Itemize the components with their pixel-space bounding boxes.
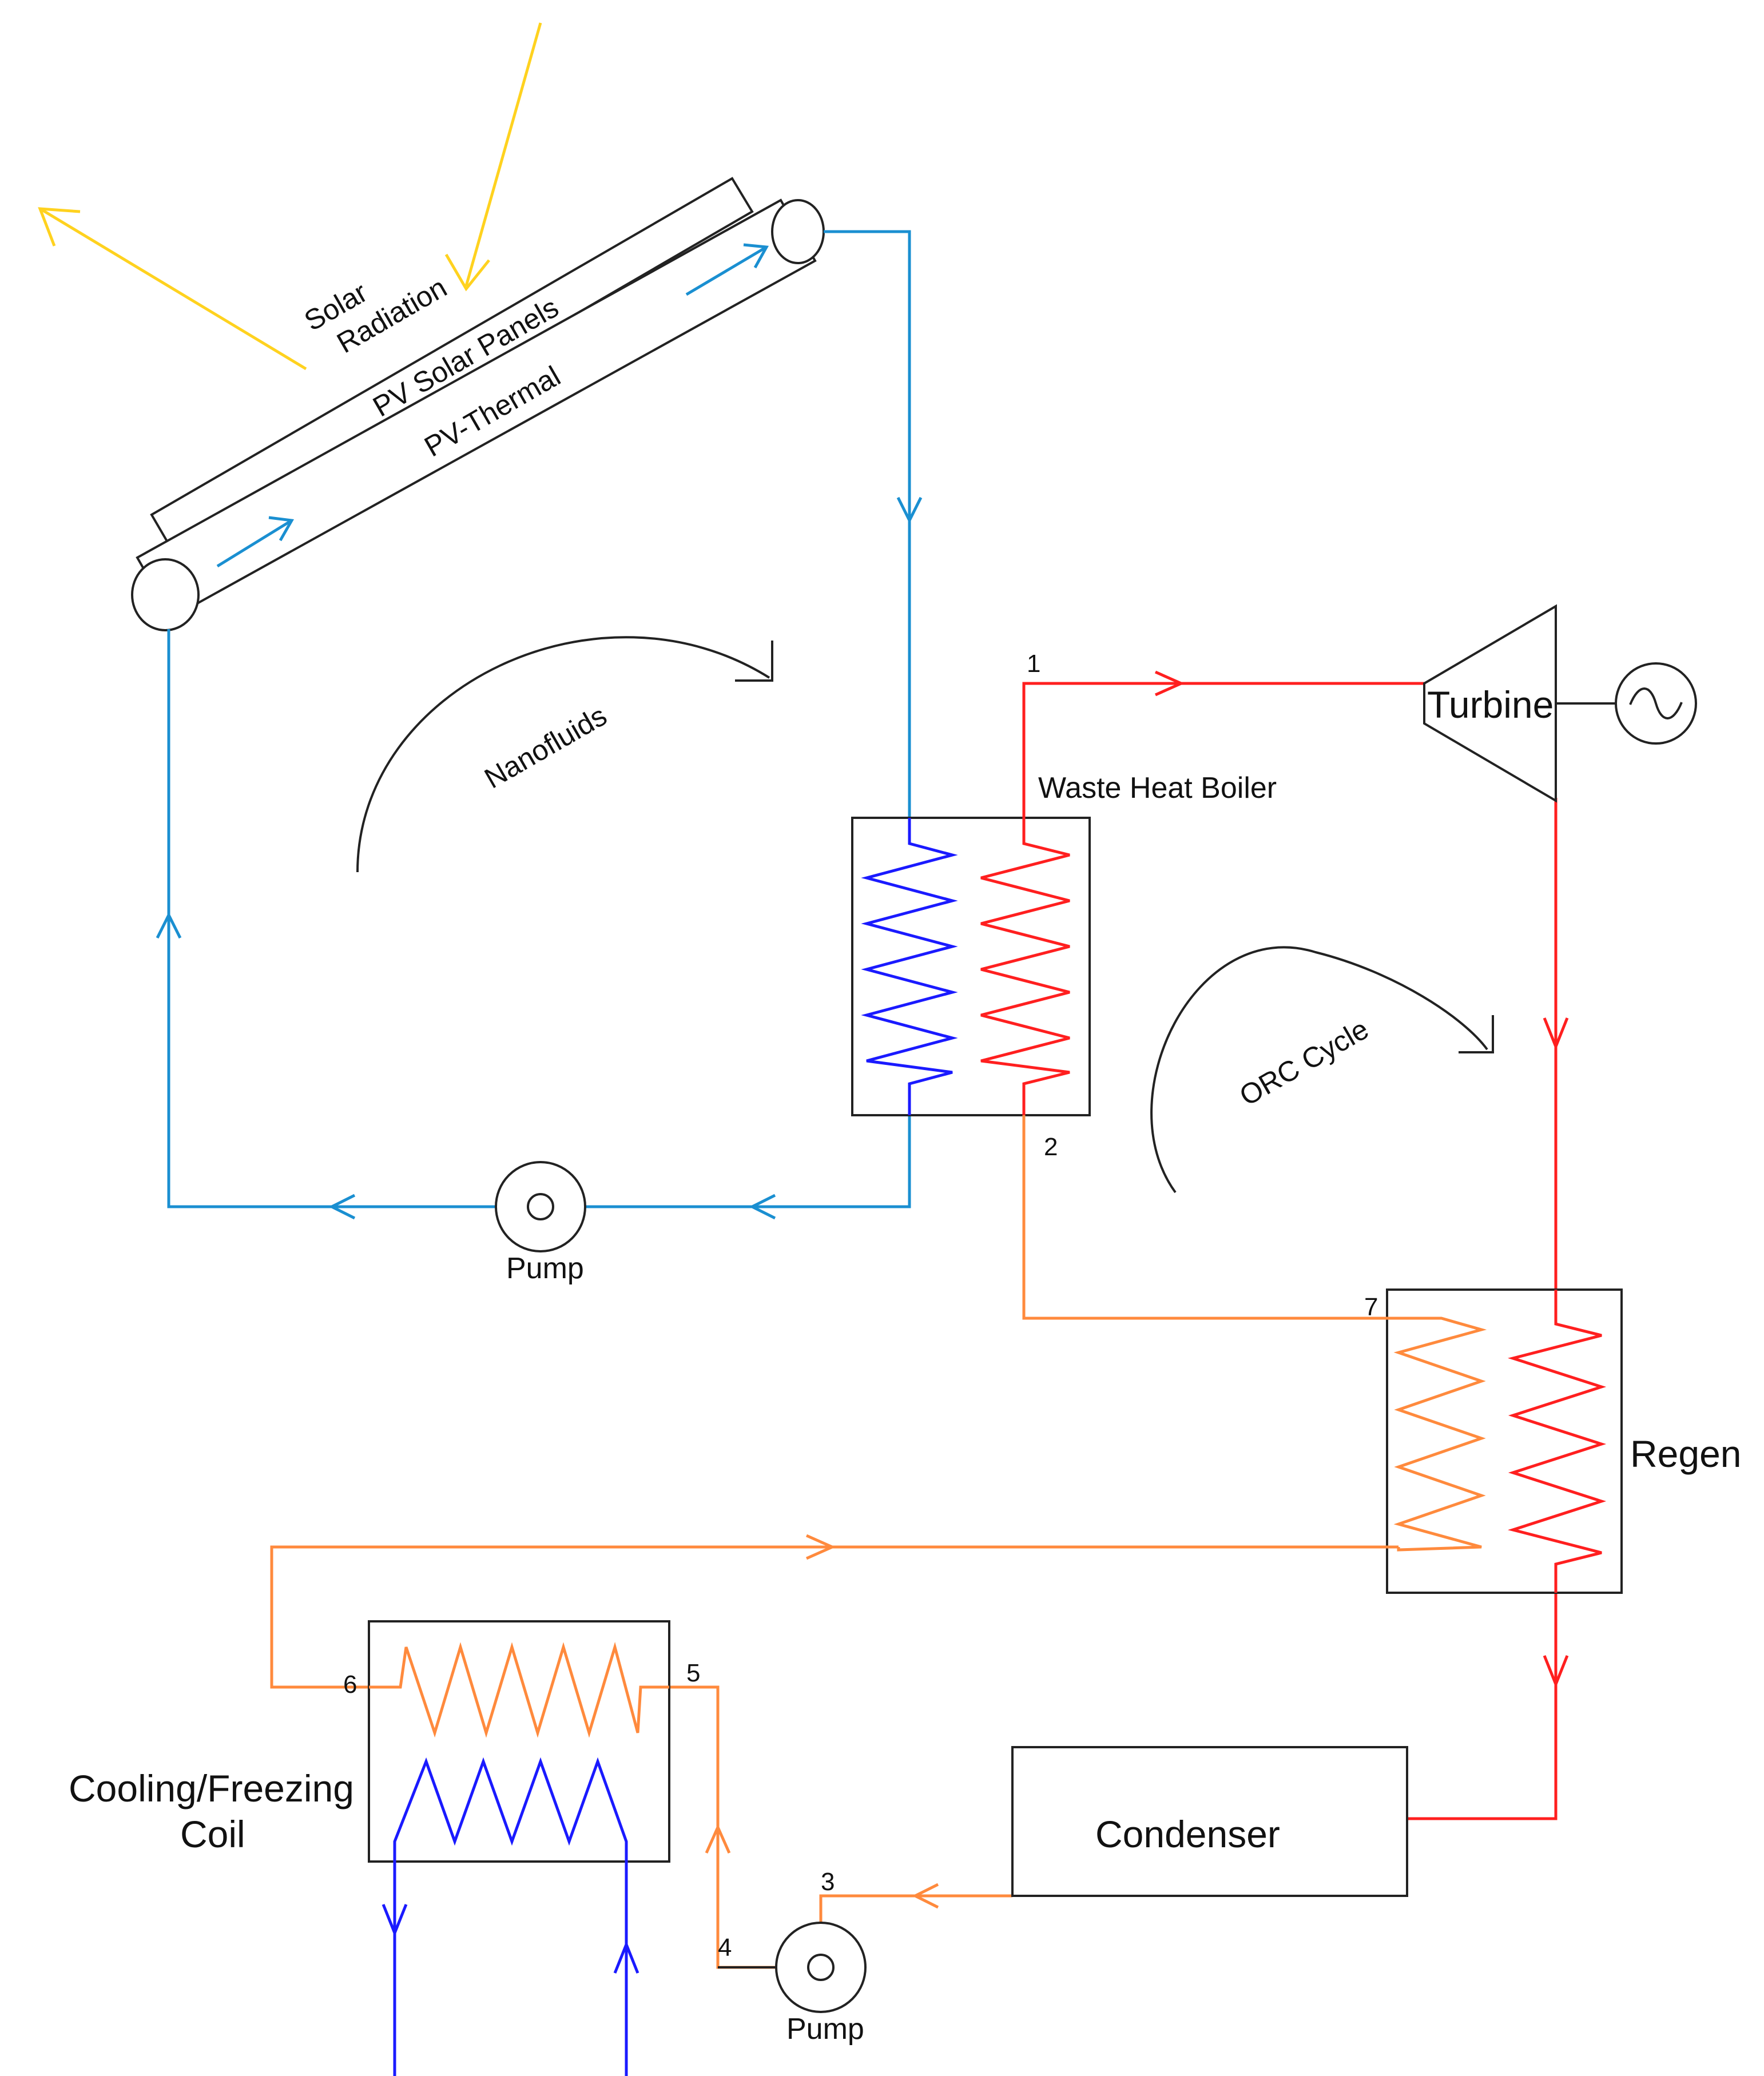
pv-thermal-tube-end-bottom <box>131 558 200 631</box>
pipe-condenser-to-pump <box>819 1894 1012 1923</box>
cold-in-arrow <box>613 1940 639 1974</box>
nanofluids-arc <box>356 636 770 873</box>
pv-collector <box>131 177 825 631</box>
arrow-regen-to-cooler <box>805 1534 836 1560</box>
nanofluids-label: Nanofluids <box>479 699 613 795</box>
nanofluid-arrow-left <box>328 1194 356 1220</box>
tube-flow-arrows <box>216 243 769 568</box>
boiler-cold-coil <box>861 818 958 1115</box>
nanofluids-arc-head <box>735 641 773 682</box>
nanofluid-pipe-to-boiler <box>824 230 911 835</box>
orc-cycle-label: ORC Cycle <box>1234 1013 1374 1112</box>
pipe-boiler-to-turbine <box>1022 682 1424 818</box>
cold-out-arrow <box>382 1904 408 1937</box>
state-1: 1 <box>1027 650 1040 678</box>
nanofluid-arrow-down <box>896 496 923 524</box>
cooling-flow-arrows <box>382 1904 639 1974</box>
nanofluids-rotation-arrow <box>356 636 773 873</box>
cooling-cold-coil <box>393 1757 628 2076</box>
cooling-warm-coil <box>369 1641 669 1738</box>
pump-top-casing <box>495 1161 586 1252</box>
state-5: 5 <box>686 1659 700 1687</box>
arrow-pump-to-cooler <box>705 1823 731 1854</box>
state-7: 7 <box>1364 1293 1378 1321</box>
tube-flow-arrow-upper <box>685 245 768 296</box>
pipe-regen-to-condenser <box>1407 1593 1558 1820</box>
condenser-label: Condenser <box>1095 1813 1280 1855</box>
pump-top-label: Pump <box>506 1252 584 1285</box>
cooling-label-line2: Coil <box>180 1813 245 1855</box>
generator <box>1615 662 1697 745</box>
nanofluid-arrow-up <box>156 912 182 939</box>
nanofluid-pipe-to-pump <box>583 1115 911 1208</box>
nanofluid-pipe-from-pump <box>167 629 498 1208</box>
pv-solar-panel <box>150 177 754 551</box>
boiler-hot-coil <box>980 818 1070 1115</box>
nanofluid-arrow-left-right <box>749 1194 776 1220</box>
regen-hot-coil <box>1508 1290 1607 1593</box>
orc-warm-loop <box>270 1534 1399 1969</box>
pv-thermal-tube-end-top <box>771 199 825 264</box>
pump-bottom <box>775 1922 867 2013</box>
condenser-box <box>1011 1746 1408 1897</box>
pump-bottom-casing <box>775 1922 867 2013</box>
state-3: 3 <box>821 1868 835 1896</box>
cooling-freezing-coil-label: Cooling/Freezing Coil <box>69 1767 364 1855</box>
regen-label: Regen <box>1630 1433 1742 1475</box>
turbine-label: Turbine <box>1427 683 1554 726</box>
orc-rotation-arrow <box>1150 946 1494 1194</box>
solar-radiation-label: Solar Radiation <box>299 240 452 368</box>
incoming-ray <box>464 22 542 287</box>
orc-hot-loop <box>1022 670 1569 1820</box>
ac-sine-icon <box>1629 687 1683 719</box>
nanofluid-loop <box>156 230 923 1220</box>
turbine <box>1423 604 1557 803</box>
circle-pump-icon <box>527 1193 554 1220</box>
regen-warm-coil <box>1022 1115 1487 1552</box>
cooling-label-line1: Cooling/Freezing <box>69 1767 354 1809</box>
tube-flow-arrow-lower-head <box>268 516 295 542</box>
pump-top <box>495 1161 586 1252</box>
arrow-to-turbine <box>1154 670 1185 697</box>
circle-pump-icon <box>807 1954 835 1981</box>
tube-flow-arrow-lower <box>216 519 293 568</box>
state-4: 4 <box>718 1934 732 1962</box>
state-2: 2 <box>1044 1133 1058 1161</box>
arrow-turbine-to-regen <box>1543 1017 1569 1051</box>
incoming-ray-arrowhead <box>444 253 490 292</box>
waste-heat-boiler-label: Waste Heat Boiler <box>1038 771 1277 805</box>
arrow-condenser-to-pump <box>912 1883 939 1909</box>
state-6: 6 <box>343 1671 357 1699</box>
arrow-regen-to-condenser <box>1543 1655 1569 1688</box>
orc-arc-head <box>1459 1015 1494 1053</box>
regen-box <box>1386 1288 1623 1594</box>
tube-flow-arrow-upper-head <box>743 243 769 269</box>
reflected-ray <box>39 207 307 371</box>
orc-arc <box>1150 946 1488 1194</box>
solar-radiation <box>38 22 542 371</box>
pump-bottom-label: Pump <box>786 2013 864 2046</box>
reflected-ray-arrowhead <box>38 207 81 246</box>
